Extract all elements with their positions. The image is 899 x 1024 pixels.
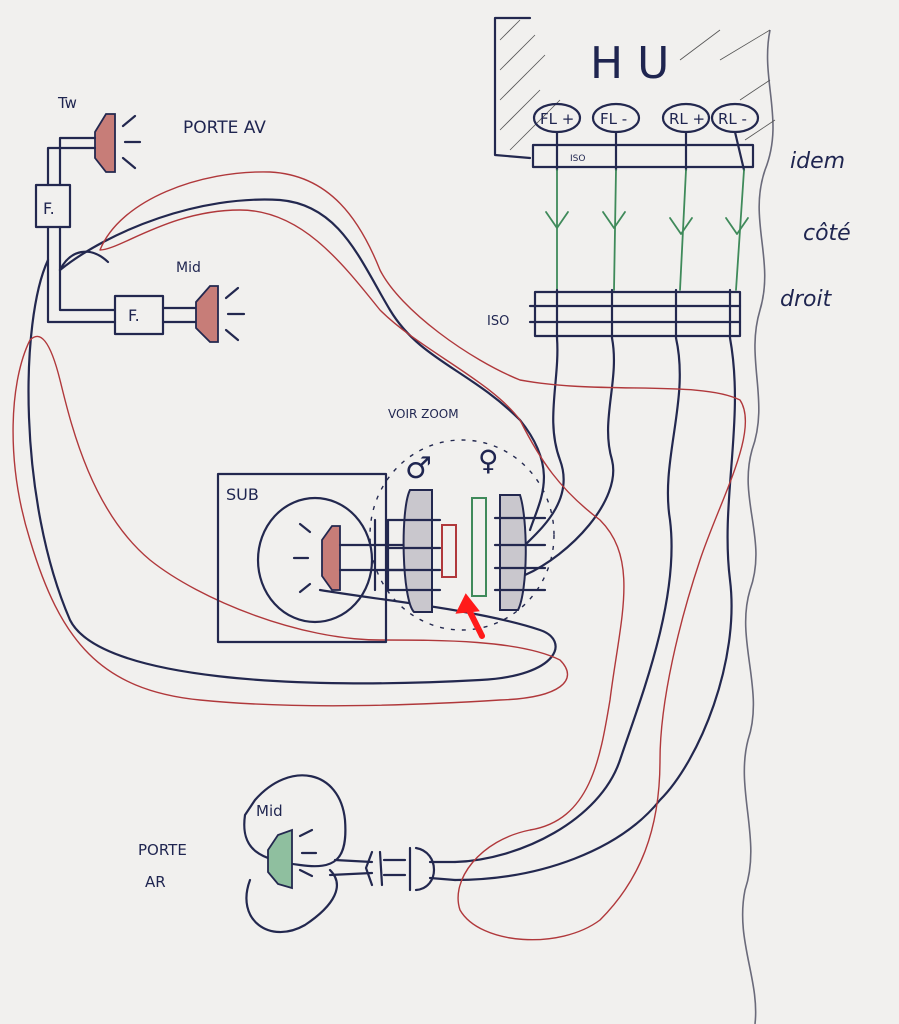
terminal-rl-plus: RL + bbox=[661, 102, 711, 134]
svg-text:idem: idem bbox=[790, 149, 845, 174]
red-wire-loops bbox=[12, 171, 747, 941]
rear-mid-enclosure-bottom bbox=[245, 868, 338, 934]
svg-text:droit: droit bbox=[780, 287, 833, 312]
subwoofer: SUB bbox=[216, 472, 407, 644]
front-door: Tw PORTE AV F. F. Mid bbox=[34, 94, 266, 343]
sub-label: SUB bbox=[226, 485, 259, 504]
front-mid-speaker-icon bbox=[195, 285, 246, 343]
terminal-rl-minus: RL - bbox=[710, 102, 760, 134]
connector-zoom: VOIR ZOOM ♂ ♀ bbox=[369, 407, 555, 639]
rear-door-label-line1: PORTE bbox=[138, 841, 187, 859]
zoom-circle bbox=[369, 439, 555, 631]
side-note: idem côté droit bbox=[780, 149, 851, 312]
filter-box-1 bbox=[34, 183, 72, 229]
head-unit-iso-strip bbox=[531, 143, 755, 169]
zoom-label: VOIR ZOOM bbox=[388, 407, 459, 421]
rear-female-plug bbox=[408, 846, 436, 892]
head-unit-hatching bbox=[499, 19, 776, 151]
rear-door-label-line2: AR bbox=[145, 873, 166, 891]
head-unit: HU FL + FL - RL + RL - ISO bbox=[493, 16, 776, 172]
iso-connector-label: ISO bbox=[487, 314, 509, 329]
svg-text:RL -: RL - bbox=[718, 110, 747, 128]
rear-male-plug bbox=[364, 850, 384, 887]
svg-text:F.: F. bbox=[43, 199, 55, 218]
green-pin-block bbox=[471, 497, 487, 597]
tweeter-label: Tw bbox=[57, 94, 77, 112]
male-symbol: ♂ bbox=[405, 451, 432, 486]
rear-door: PORTE AR Mid bbox=[138, 774, 457, 934]
sub-box bbox=[216, 472, 388, 644]
terminal-fl-plus: FL + bbox=[532, 102, 582, 134]
terminal-fl-minus: FL - bbox=[591, 102, 641, 134]
svg-text:côté: côté bbox=[803, 221, 851, 246]
svg-text:FL +: FL + bbox=[540, 110, 574, 128]
rear-mid-speaker-icon bbox=[267, 828, 318, 890]
female-connector bbox=[499, 494, 527, 611]
sub-speaker-icon bbox=[292, 522, 341, 594]
head-unit-title: HU bbox=[590, 38, 683, 89]
svg-text:FL -: FL - bbox=[600, 110, 627, 128]
head-unit-iso-label: ISO bbox=[570, 154, 585, 164]
male-connector bbox=[402, 489, 433, 613]
rear-mid-label: Mid bbox=[256, 802, 283, 820]
tweeter-speaker-icon bbox=[94, 113, 142, 173]
iso-connector: ISO bbox=[487, 288, 742, 340]
red-pin-block bbox=[441, 524, 457, 578]
rear-mid-enclosure-top bbox=[243, 774, 347, 868]
svg-text:F.: F. bbox=[128, 306, 140, 325]
paper-edge bbox=[741, 29, 774, 1024]
red-arrow-icon bbox=[455, 593, 485, 639]
front-mid-label: Mid bbox=[176, 260, 201, 276]
filter-box-2 bbox=[113, 294, 165, 336]
blue-wire-loops bbox=[27, 198, 737, 882]
female-symbol: ♀ bbox=[478, 444, 499, 477]
front-door-label: PORTE AV bbox=[183, 118, 266, 138]
green-arrows bbox=[545, 169, 749, 291]
svg-text:RL +: RL + bbox=[669, 110, 705, 128]
